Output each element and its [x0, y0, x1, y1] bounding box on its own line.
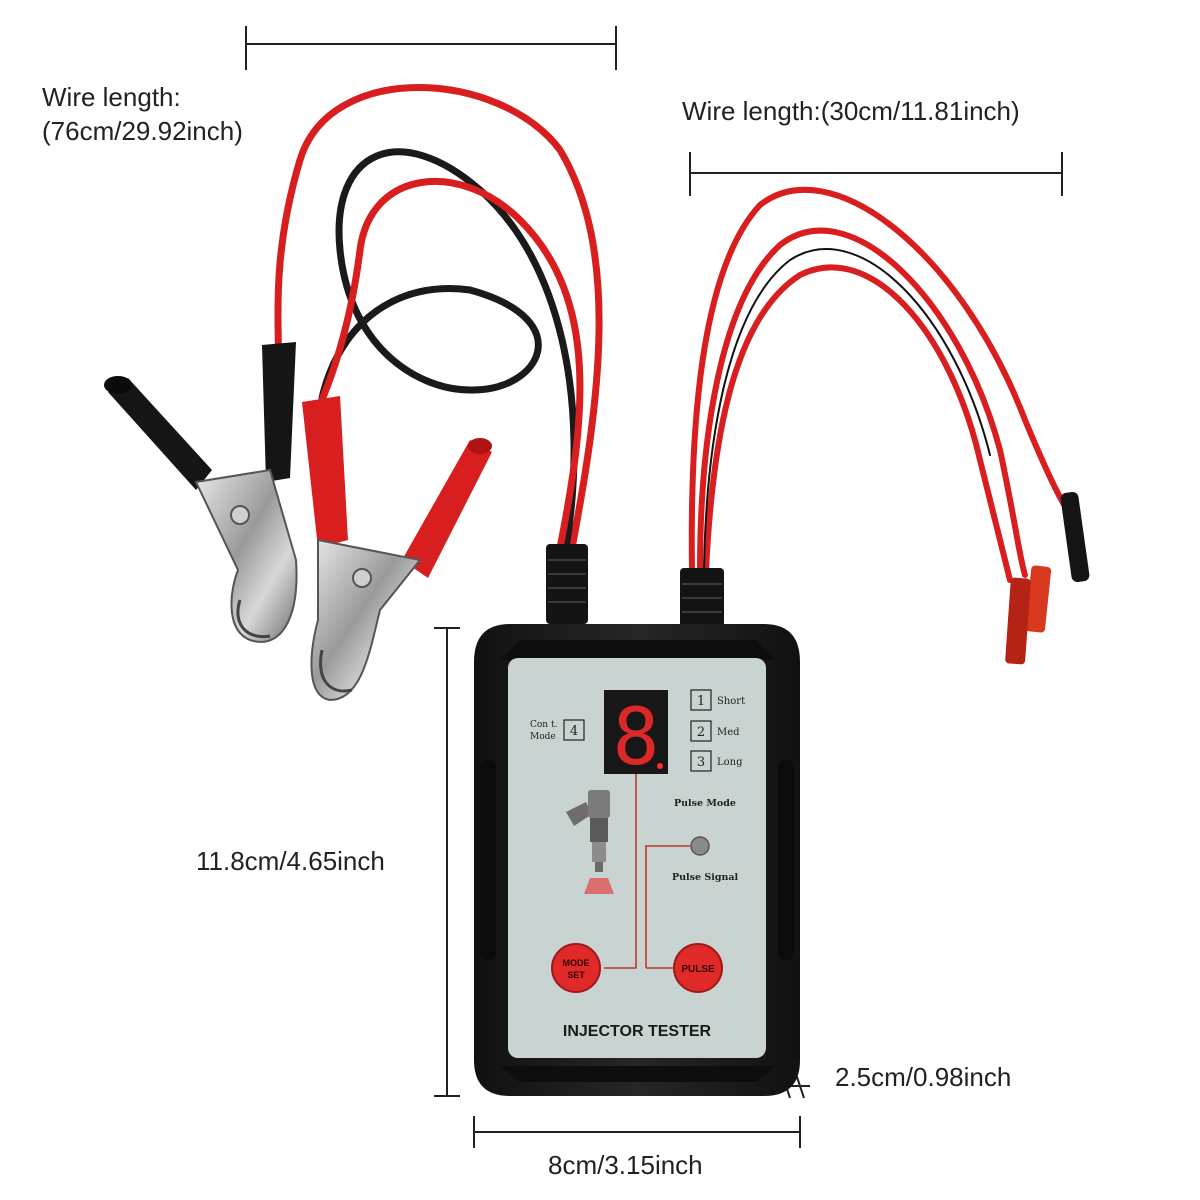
- height-dimension-line: [434, 627, 460, 1097]
- short-wire-length-label: Wire length:(30cm/11.81inch): [682, 96, 1020, 126]
- red-alligator-clip: [302, 396, 492, 702]
- pulse-button-label: PULSE: [681, 964, 715, 975]
- mode-1-label: Short: [717, 696, 745, 707]
- long-wire-dimension-line: [245, 26, 617, 70]
- short-probe-wires: [688, 186, 1078, 583]
- mode-2-number: 2: [697, 725, 705, 740]
- mode-3-number: 3: [697, 755, 705, 770]
- pulse-signal-label: Pulse Signal: [672, 872, 739, 883]
- mode-3-label: Long: [717, 757, 743, 768]
- height-dimension-label: 11.8cm/4.65inch: [196, 846, 385, 876]
- mode-set-button[interactable]: MODE SET: [551, 943, 601, 993]
- mode-1-number: 1: [697, 694, 705, 709]
- black-alligator-clip: [104, 342, 298, 643]
- injector-tester-device: 8 Con t. Mode 4 1 Short 2 Med 3 Long Pul…: [474, 624, 800, 1096]
- short-wire-dimension-line: [689, 152, 1063, 196]
- mode-list: 1 Short 2 Med 3 Long: [690, 689, 745, 772]
- mode-set-label-line1: MODE: [563, 958, 590, 968]
- display-digit: 8: [613, 693, 660, 783]
- cont-mode-label-line2: Mode: [530, 732, 556, 742]
- fuel-injector-icon: [566, 790, 614, 894]
- device-title: INJECTOR TESTER: [563, 1023, 712, 1040]
- long-power-wires: [274, 84, 603, 552]
- thickness-dimension-label: 2.5cm/0.98inch: [835, 1062, 1012, 1092]
- cable-strain-reliefs: [546, 544, 724, 630]
- mode-2-label: Med: [717, 727, 740, 738]
- cont-mode-label-line1: Con t.: [530, 720, 558, 730]
- seven-segment-display: [604, 690, 668, 774]
- cont-mode-number: 4: [570, 724, 578, 739]
- pulse-signal-led: [690, 836, 710, 856]
- pulse-mode-label: Pulse Mode: [674, 798, 736, 809]
- pulse-button[interactable]: PULSE: [673, 943, 723, 993]
- long-wire-length-label-line1: Wire length:: [42, 82, 181, 112]
- long-wire-length-label-line2: (76cm/29.92inch): [42, 116, 243, 146]
- probe-tips: [1005, 491, 1090, 665]
- mode-set-label-line2: SET: [567, 970, 585, 980]
- width-dimension-line: [473, 1116, 801, 1148]
- width-dimension-label: 8cm/3.15inch: [548, 1150, 703, 1180]
